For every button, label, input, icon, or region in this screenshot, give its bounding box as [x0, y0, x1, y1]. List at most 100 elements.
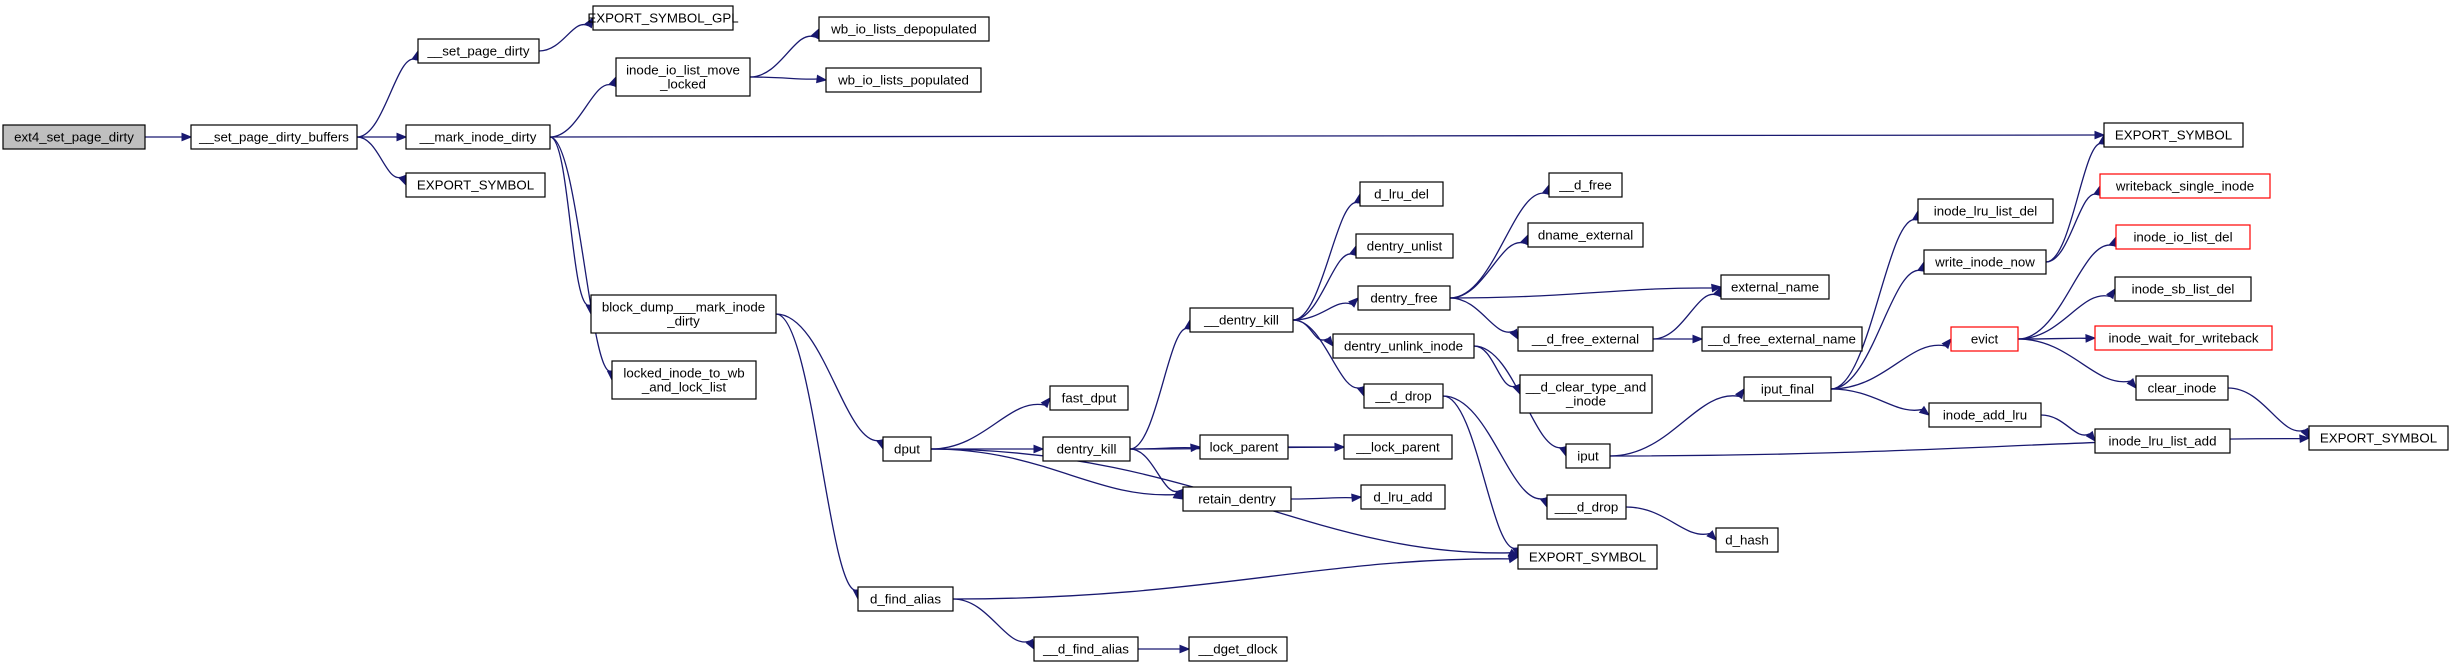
edge-dentry_kill-to-retain_dentry: [1129, 448, 1184, 501]
node-d-lru-del[interactable]: d_lru_del: [1359, 181, 1444, 207]
node-d-clear-type-and-inode[interactable]: __d_clear_type_and_inode: [1519, 374, 1653, 414]
node-iput-final[interactable]: iput_final: [1743, 376, 1832, 402]
node-clear-inode[interactable]: clear_inode: [2135, 375, 2229, 401]
arrowhead-icon: [2299, 434, 2311, 444]
node-label: dentry_unlink_inode: [1344, 339, 1463, 354]
node-inode-add-lru[interactable]: inode_add_lru: [1928, 402, 2042, 428]
node-retain-dentry[interactable]: retain_dentry: [1182, 486, 1292, 512]
edge-__set_page_dirty_buffers-to-EXPORT_SYMBOL_a: [356, 136, 407, 187]
node-label: fast_dput: [1062, 391, 1117, 406]
node-box: [1360, 484, 1446, 510]
node-wb-io-lists-populated[interactable]: wb_io_lists_populated: [825, 67, 982, 93]
arrowhead-icon: [1692, 334, 1704, 344]
node-inode-io-list-move-locked[interactable]: inode_io_list_move_locked: [615, 57, 751, 97]
node-fast-dput[interactable]: fast_dput: [1049, 385, 1129, 411]
node-lock-parent[interactable]: __lock_parent: [1343, 434, 1453, 460]
node-set-page-dirty[interactable]: __set_page_dirty: [417, 38, 540, 64]
edge-__mark_inode_dirty-to-EXPORT_SYMBOL_b: [549, 130, 2106, 140]
node-write-inode-now[interactable]: write_inode_now: [1923, 249, 2047, 275]
arrowhead-icon: [398, 174, 407, 187]
node-ext4-set-page-dirty[interactable]: ext4_set_page_dirty: [2, 124, 146, 150]
node-evict[interactable]: evict: [1950, 326, 2019, 352]
node-dentry-kill[interactable]: __dentry_kill: [1189, 307, 1294, 333]
node-box: [1517, 544, 1658, 570]
node-label: dentry_unlist: [1367, 239, 1443, 254]
node-inode-sb-list-del[interactable]: inode_sb_list_del: [2114, 276, 2252, 302]
arrowhead-icon: [1734, 387, 1745, 400]
node-lock-parent[interactable]: lock_parent: [1199, 434, 1289, 460]
node-label: _and_lock_list: [641, 380, 727, 395]
node-box: [1720, 274, 1830, 300]
node-label: dput: [894, 442, 920, 457]
node-label: __set_page_dirty_buffers: [198, 130, 349, 145]
node-d-lru-add[interactable]: d_lru_add: [1360, 484, 1446, 510]
edge-evict-to-clear_inode: [2017, 338, 2137, 390]
edge-__mark_inode_dirty-to-locked_inode_to_wb_and_lock_list: [549, 136, 616, 382]
edge-evict-to-inode_sb_list_del: [2017, 287, 2116, 340]
node-external-name[interactable]: external_name: [1720, 274, 1830, 300]
node-locked-inode-to-wb-and-lock-list[interactable]: locked_inode_to_wb_and_lock_list: [611, 360, 757, 400]
node-dname-external[interactable]: dname_external: [1527, 222, 1644, 248]
node-d-hash[interactable]: d_hash: [1715, 527, 1779, 553]
node-dentry-kill[interactable]: dentry_kill: [1042, 436, 1131, 462]
node-box: [1565, 443, 1611, 469]
node-inode-wait-for-writeback[interactable]: inode_wait_for_writeback: [2094, 325, 2273, 351]
node-mark-inode-dirty[interactable]: __mark_inode_dirty: [405, 124, 551, 150]
node-writeback-single-inode[interactable]: writeback_single_inode: [2099, 173, 2271, 199]
arrowhead-icon: [396, 132, 408, 142]
arrowhead-icon: [2094, 130, 2106, 140]
node-EXPORT-SYMBOL-d[interactable]: EXPORT_SYMBOL: [2308, 425, 2449, 451]
node-box: [1548, 172, 1623, 198]
node-box: [1182, 486, 1292, 512]
node-box: [2, 124, 146, 150]
node-inode-io-list-del[interactable]: inode_io_list_del: [2115, 224, 2251, 250]
node-dentry-free[interactable]: dentry_free: [1357, 285, 1451, 311]
edge-__d_drop-to-___d_drop: [1442, 395, 1549, 509]
edge-iput_final-to-write_inode_now: [1830, 260, 1926, 390]
node-box: [1359, 181, 1444, 207]
node-label: d_lru_del: [1374, 187, 1429, 202]
arrowhead-icon: [2300, 427, 2310, 440]
node-iput[interactable]: iput: [1565, 443, 1611, 469]
node-d-free[interactable]: __d_free: [1548, 172, 1623, 198]
node-set-page-dirty-buffers[interactable]: __set_page_dirty_buffers: [190, 124, 358, 150]
node-box: [2103, 122, 2244, 148]
node-label: wb_io_lists_depopulated: [830, 22, 977, 37]
node-d-free-external[interactable]: __d_free_external: [1517, 326, 1654, 352]
node-d-drop[interactable]: __d_drop: [1363, 383, 1444, 409]
node-EXPORT-SYMBOL-GPL[interactable]: EXPORT_SYMBOL_GPL: [587, 5, 739, 31]
node-EXPORT-SYMBOL-c[interactable]: EXPORT_SYMBOL: [1517, 544, 1658, 570]
edge-iput_final-to-inode_add_lru: [1830, 388, 1931, 416]
edge-__dentry_kill-to-dentry_free: [1292, 297, 1359, 321]
node-dentry-unlink-inode[interactable]: dentry_unlink_inode: [1332, 333, 1475, 359]
node-dget-dlock[interactable]: __dget_dlock: [1188, 636, 1288, 662]
node-box: [1928, 402, 2042, 428]
node-box: [417, 38, 540, 64]
edge-inode_io_list_move_locked-to-wb_io_lists_depopulated: [749, 27, 820, 78]
edge-__set_page_dirty-to-EXPORT_SYMBOL_GPL: [538, 16, 594, 52]
node-box: [818, 16, 990, 42]
node-inode-lru-list-add[interactable]: inode_lru_list_add: [2094, 428, 2231, 454]
node-EXPORT-SYMBOL-b[interactable]: EXPORT_SYMBOL: [2103, 122, 2244, 148]
node-wb-io-lists-depopulated[interactable]: wb_io_lists_depopulated: [818, 16, 990, 42]
node-d-find-alias[interactable]: d_find_alias: [857, 586, 954, 612]
arrowhead-icon: [1033, 444, 1045, 454]
node-block-dump---mark-inode-dirty[interactable]: block_dump___mark_inode_dirty: [590, 294, 777, 334]
node-EXPORT-SYMBOL-a[interactable]: EXPORT_SYMBOL: [405, 172, 546, 198]
node-d-free-external-name[interactable]: __d_free_external_name: [1701, 326, 1863, 352]
node-dput[interactable]: dput: [882, 436, 932, 462]
edge-dput-to-fast_dput: [930, 396, 1051, 450]
node-d-find-alias[interactable]: __d_find_alias: [1033, 636, 1139, 662]
node-box: [1188, 636, 1288, 662]
node-label: _dirty: [666, 314, 700, 329]
node-dentry-unlist[interactable]: dentry_unlist: [1355, 233, 1454, 259]
node-d-drop[interactable]: ___d_drop: [1546, 494, 1627, 520]
edge-lock_parent-to-__lock_parent: [1288, 442, 1346, 452]
edge-d_find_alias-to-EXPORT_SYMBOL_c: [952, 554, 1520, 600]
node-label: inode_io_list_move: [626, 63, 740, 78]
node-box: [1343, 434, 1453, 460]
node-inode-lru-list-del[interactable]: inode_lru_list_del: [1917, 198, 2054, 224]
node-label: d_find_alias: [870, 592, 941, 607]
node-label: __d_free_external: [1531, 332, 1639, 347]
